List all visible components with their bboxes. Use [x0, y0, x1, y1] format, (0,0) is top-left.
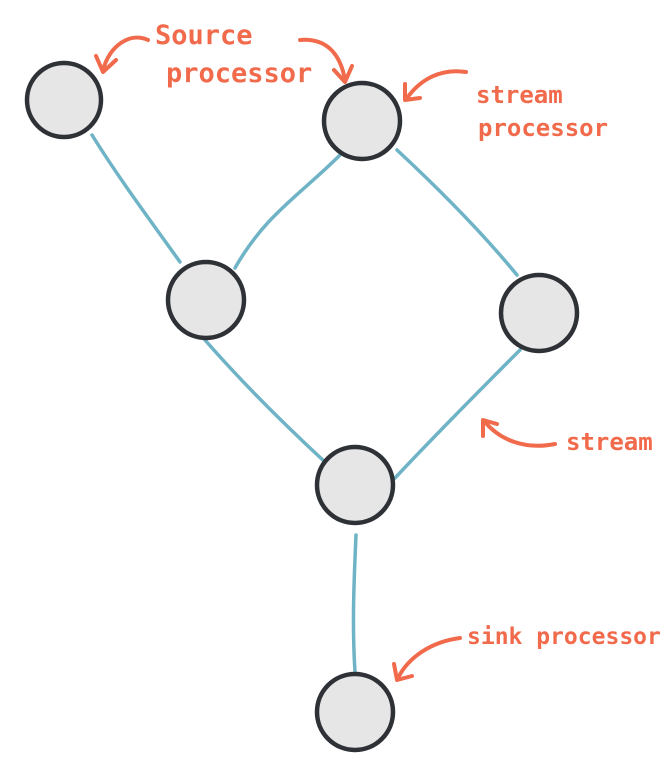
source-label-line2: processor — [166, 58, 312, 89]
annotation-arrows — [94, 35, 557, 682]
arrow-to-stream-processor-node — [405, 69, 468, 100]
arrow-head-sink — [392, 662, 414, 682]
arrow-to-source-node — [101, 35, 150, 72]
edge-source-to-middle-left — [90, 133, 182, 264]
arrow-head-stream-processor-a — [332, 64, 354, 84]
annotation-labels: Source processor stream processor stream… — [155, 20, 661, 650]
source-node — [24, 60, 104, 140]
sink-processor-label: sink processor — [467, 624, 661, 650]
source-label-line1: Source — [155, 20, 253, 51]
arrow-to-sink-node — [396, 636, 462, 680]
middle-left-node — [165, 259, 247, 341]
merge-node — [314, 444, 396, 526]
edges-group — [90, 133, 522, 674]
nodes-group — [24, 60, 580, 753]
edge-stream-processor-to-middle-left — [233, 153, 342, 270]
arrow-head-source — [94, 54, 118, 74]
edge-stream-processor-to-middle-right — [395, 148, 519, 277]
sink-node — [314, 671, 396, 753]
edge-middle-right-to-merge — [393, 348, 522, 480]
arrow-to-stream-edge — [483, 420, 557, 448]
middle-right-node — [498, 272, 580, 354]
arrow-head-stream-processor-b — [403, 82, 422, 102]
stream-processor-label-line1: stream — [476, 81, 563, 109]
stream-label: stream — [566, 428, 653, 456]
edge-middle-left-to-merge — [203, 338, 327, 464]
arrow-head-stream — [481, 418, 499, 438]
edge-merge-to-sink — [351, 533, 358, 674]
stream-processor-node — [321, 80, 403, 162]
stream-processor-label-line2: processor — [478, 114, 608, 142]
arrow-to-stream-processor-from-source-label — [298, 37, 347, 82]
